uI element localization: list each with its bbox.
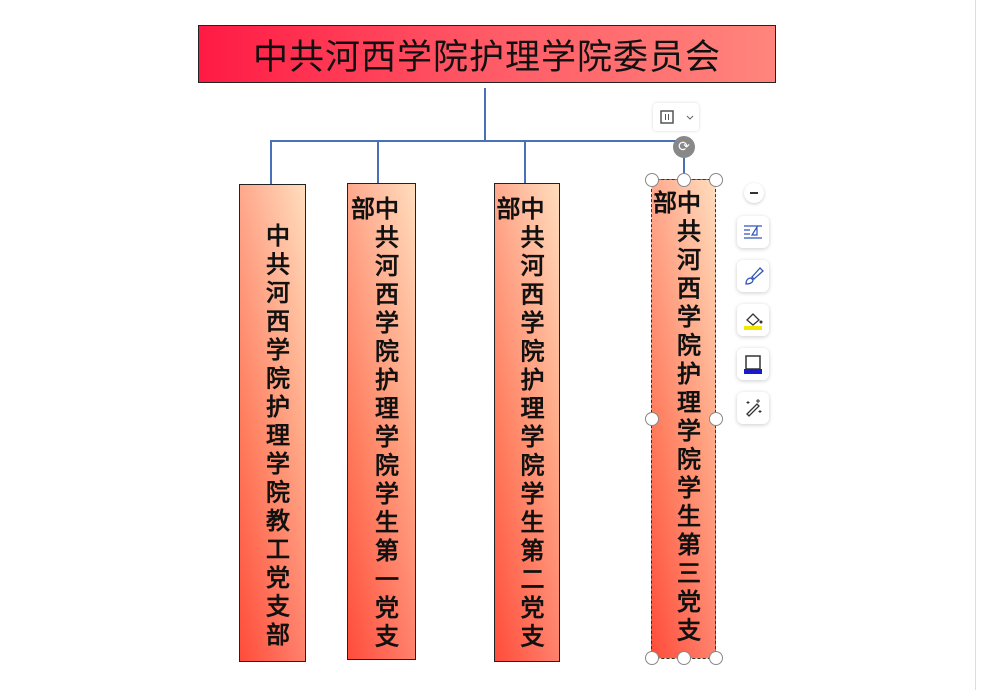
connector-line: [270, 141, 272, 184]
collapse-toolbar-button[interactable]: [744, 183, 764, 203]
resize-handle[interactable]: [709, 173, 723, 187]
root-node-label: 中共河西学院护理学院委员会: [252, 37, 721, 78]
effects-button[interactable]: [737, 392, 769, 424]
org-chart-root-node[interactable]: 中共河西学院护理学院委员会: [198, 25, 776, 83]
resize-handle[interactable]: [645, 412, 659, 426]
node-label: 中共河西学院护理学院学生第三党支部: [648, 190, 702, 646]
resize-handle[interactable]: [677, 651, 691, 665]
text-wrap-icon: [744, 224, 762, 239]
node-label: 中共河西学院护理学院教工党支部: [261, 223, 291, 651]
connector-line: [377, 141, 379, 183]
paint-bucket-icon: [744, 313, 763, 330]
brush-icon: [745, 267, 764, 285]
resize-handle[interactable]: [645, 651, 659, 665]
layout-icon: [659, 110, 674, 124]
connector-line: [484, 88, 486, 141]
connector-line: [270, 140, 684, 142]
style-brush-button[interactable]: [737, 260, 769, 292]
connector-line: [683, 141, 685, 179]
org-chart-node-4-selected[interactable]: 中共河西学院护理学院学生第三党支部: [648, 179, 716, 659]
resize-handle[interactable]: [709, 412, 723, 426]
fill-color-button[interactable]: [737, 304, 769, 336]
node-label: 中共河西学院护理学院学生第二党支部: [492, 196, 545, 652]
minus-icon: [750, 192, 758, 194]
page-edge-divider: [975, 0, 976, 690]
node-label: 中共河西学院护理学院学生第一党支部: [346, 196, 400, 652]
org-chart-node-1[interactable]: 中共河西学院护理学院教工党支部: [239, 184, 306, 662]
text-wrap-button[interactable]: [737, 216, 769, 248]
border-color-button[interactable]: [737, 348, 769, 380]
org-chart-node-3[interactable]: 中共河西学院护理学院学生第二党支部: [492, 183, 560, 662]
chevron-down-icon: [686, 115, 693, 120]
magic-wand-icon: [746, 399, 762, 417]
border-icon: [744, 355, 762, 374]
resize-handle[interactable]: [645, 173, 659, 187]
rotate-handle-icon[interactable]: ⟳: [673, 136, 695, 158]
layout-options-button[interactable]: [653, 103, 699, 131]
resize-handle[interactable]: [709, 651, 723, 665]
resize-handle[interactable]: [677, 173, 691, 187]
connector-line: [524, 141, 526, 183]
org-chart-node-2[interactable]: 中共河西学院护理学院学生第一党支部: [347, 183, 416, 660]
